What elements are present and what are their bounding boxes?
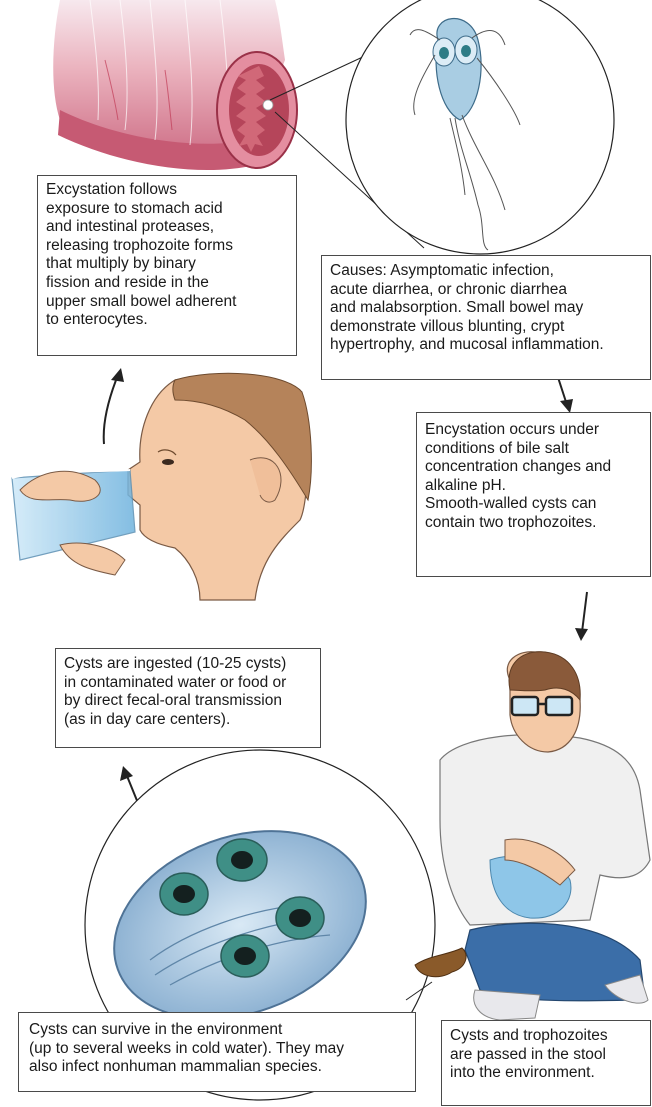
arrow-down-2	[575, 592, 588, 641]
encystation-text-box: Encystation occurs under conditions of b…	[416, 412, 651, 577]
ingestion-text-box: Cysts are ingested (10-25 cysts) in cont…	[55, 648, 321, 748]
causes-text-box: Causes: Asymptomatic infection, acute di…	[321, 255, 651, 380]
excystation-text-box: Excystation follows exposure to stomach …	[37, 175, 297, 356]
arrow-up-1	[104, 368, 124, 444]
squatting-man-illustration	[415, 652, 650, 1020]
survival-text-box: Cysts can survive in the environment (up…	[18, 1012, 416, 1092]
drinking-woman-illustration	[12, 373, 311, 600]
stool-text-box: Cysts and trophozoites are passed in the…	[441, 1020, 651, 1106]
intestine-illustration	[53, 0, 297, 170]
trophozoite-illustration	[346, 0, 614, 254]
